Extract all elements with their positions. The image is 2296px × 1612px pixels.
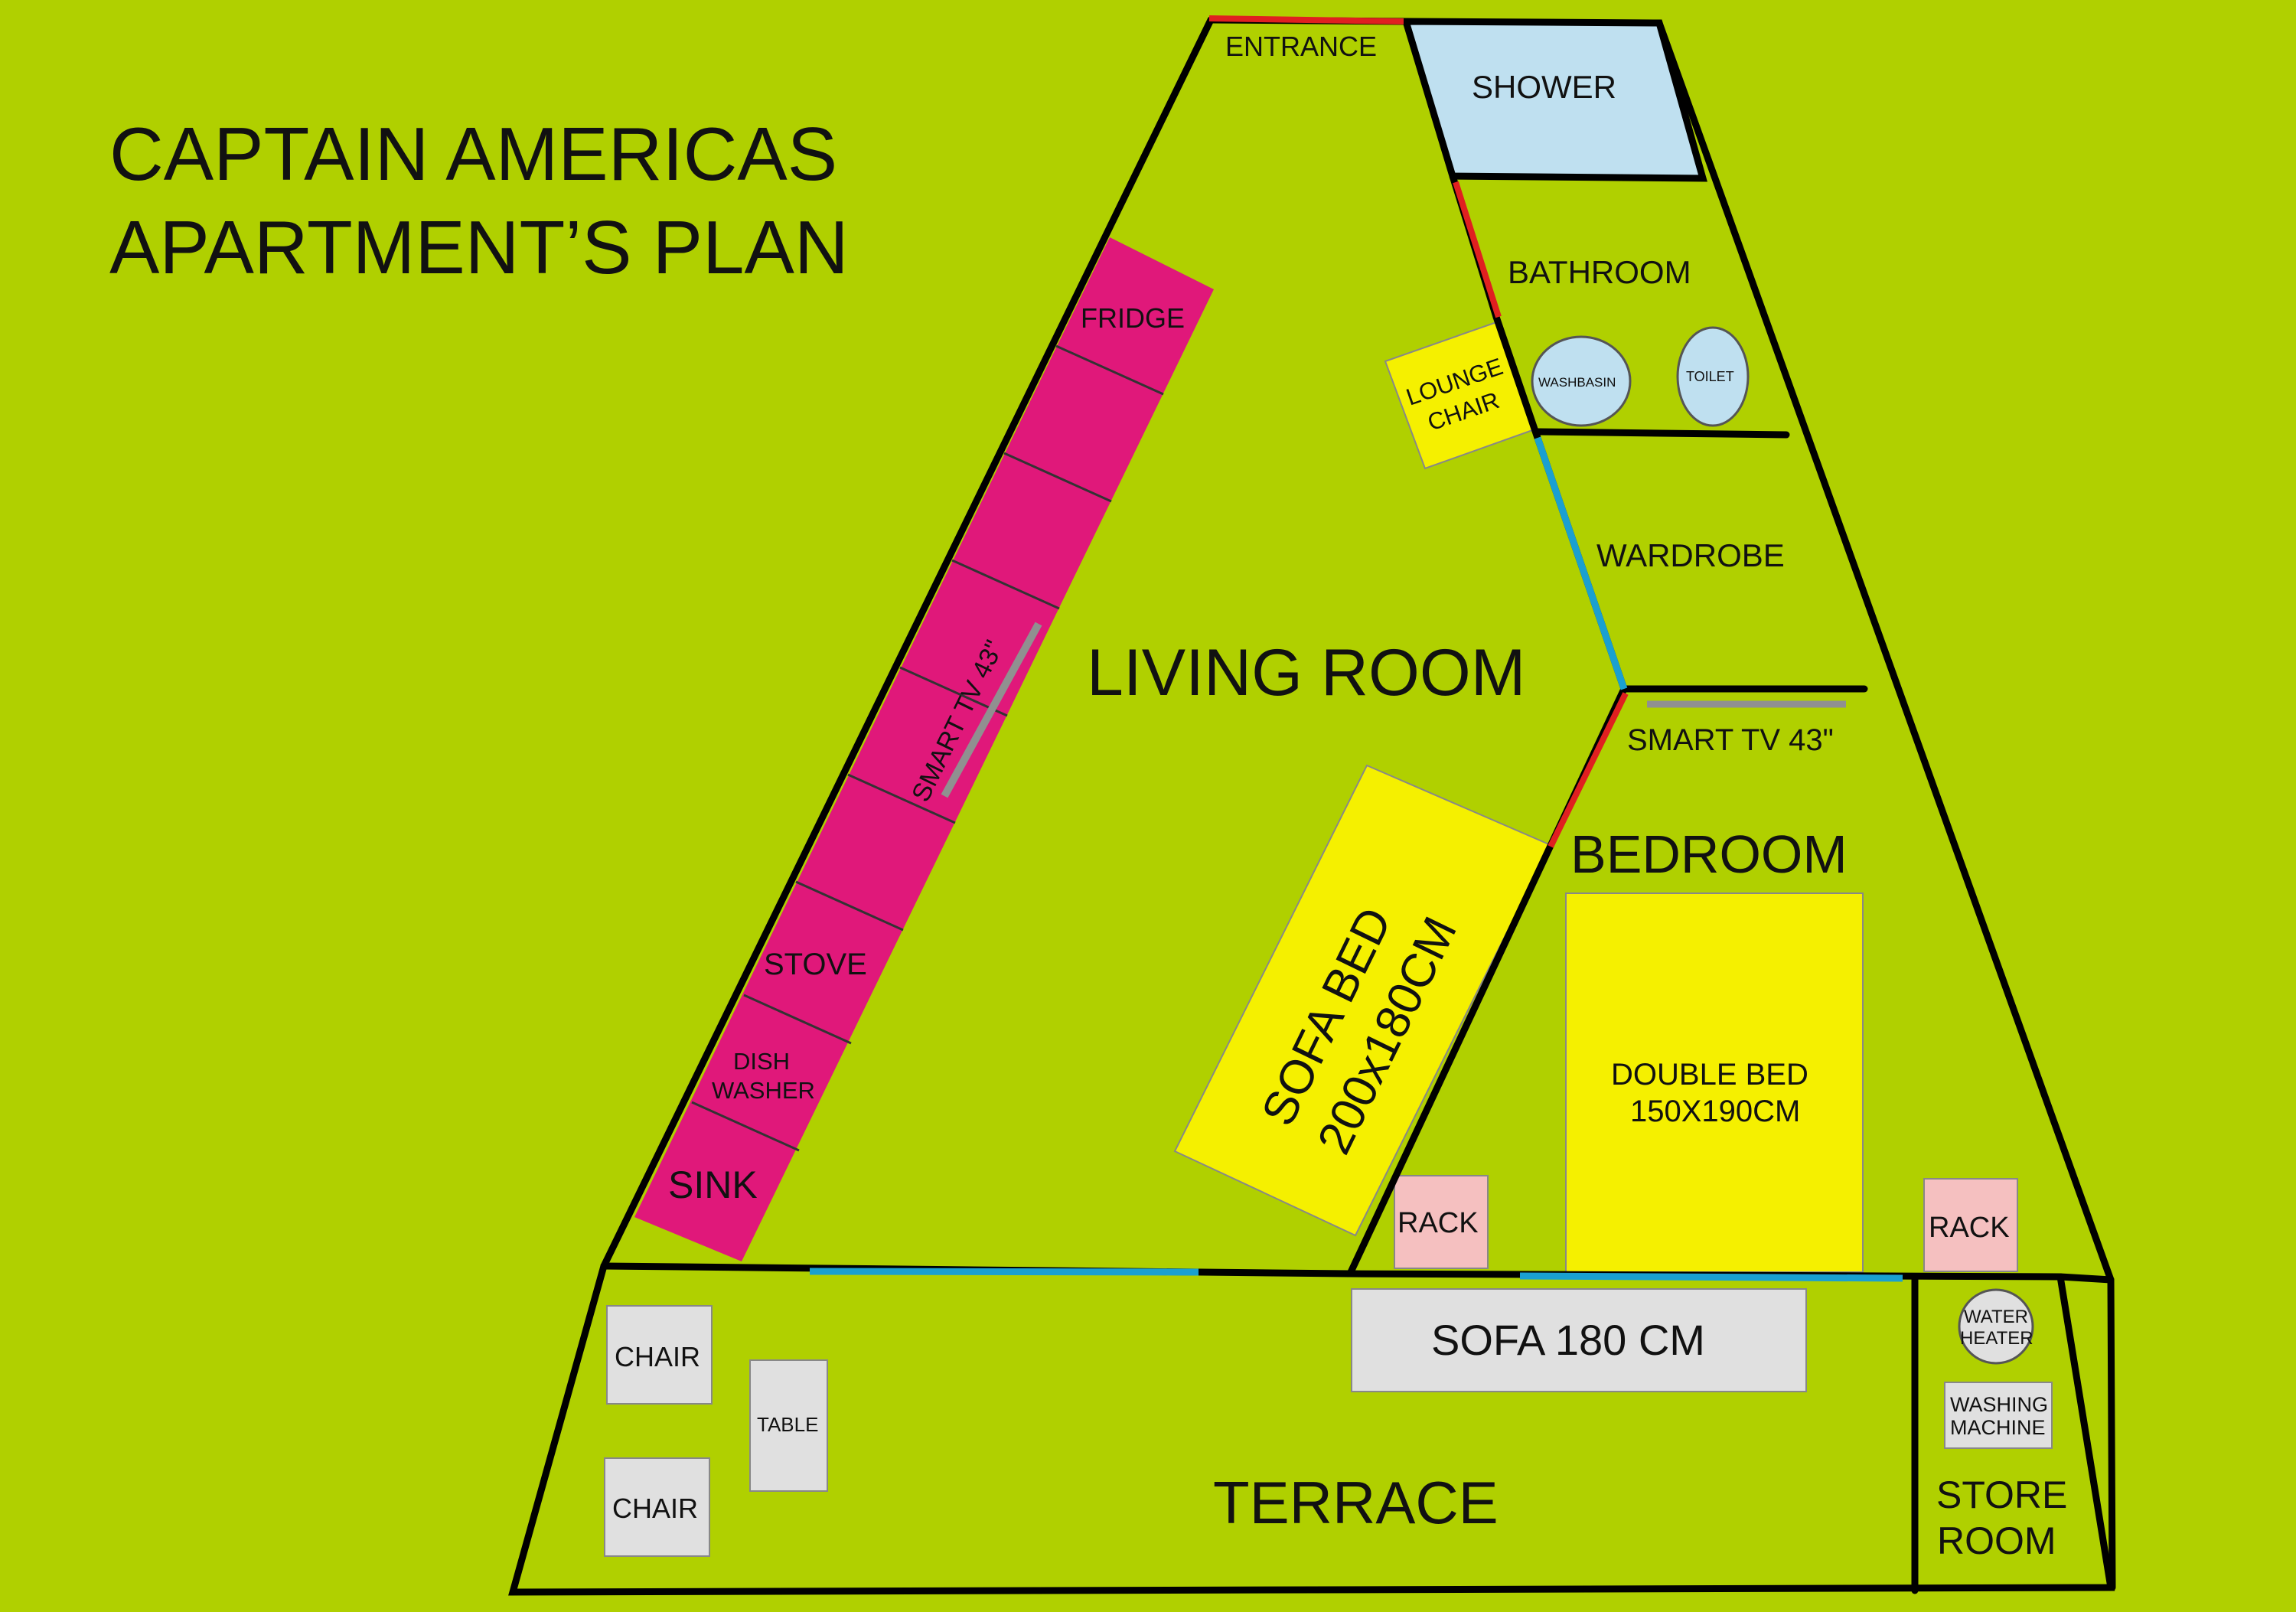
washing-machine-label-line1: WASHING <box>1950 1393 2048 1416</box>
fridge-label: FRIDGE <box>1081 302 1185 334</box>
shower-label: SHOWER <box>1472 69 1616 105</box>
sink-label: SINK <box>668 1163 758 1206</box>
dishwasher-label-line2: WASHER <box>712 1077 815 1104</box>
water-heater-label-line2: HEATER <box>1960 1328 2033 1349</box>
double-bed <box>1565 892 1864 1273</box>
plan-title-line2: APARTMENT’S PLAN <box>109 205 849 289</box>
water-heater <box>1958 1288 2034 1365</box>
sofa-label: SOFA 180 CM <box>1431 1316 1705 1364</box>
rack-right <box>1923 1178 2018 1272</box>
rack-left-label: RACK <box>1397 1207 1479 1239</box>
washing-machine <box>1944 1382 2053 1449</box>
bedroom-label: BEDROOM <box>1570 824 1848 884</box>
toilet <box>1676 326 1750 427</box>
entrance-door <box>1208 15 1404 24</box>
bedroom-window <box>1519 1272 1903 1282</box>
store-room-label-line1: STORE <box>1936 1473 2067 1516</box>
washbasin-label: WASHBASIN <box>1538 375 1616 390</box>
smart-tv-bedroom-label: SMART TV 43" <box>1627 723 1834 757</box>
sofa-bed <box>1173 764 1552 1237</box>
plan-title-line1: CAPTAIN AMERICAS <box>109 112 837 196</box>
table-label: TABLE <box>757 1413 818 1436</box>
living-room-window <box>809 1268 1199 1276</box>
washing-machine-label-line2: MACHINE <box>1950 1416 2046 1439</box>
double-bed-label-line2: 150X190CM <box>1630 1095 1800 1128</box>
stove-label: STOVE <box>764 948 867 981</box>
terrace-label: TERRACE <box>1213 1469 1499 1536</box>
sofa-180 <box>1351 1288 1807 1392</box>
double-bed-label-line1: DOUBLE BED <box>1611 1058 1808 1092</box>
water-heater-label-line1: WATER <box>1964 1307 2028 1327</box>
wardrobe-opening <box>1534 436 1628 690</box>
washbasin <box>1531 335 1632 427</box>
table <box>749 1359 828 1492</box>
living-room-label: LIVING ROOM <box>1087 636 1525 710</box>
kitchen-cabinet-dividers <box>691 344 1164 1152</box>
bathroom-door <box>1453 181 1502 318</box>
bedroom-door <box>1548 692 1629 848</box>
rack-right-label: RACK <box>1929 1212 2010 1244</box>
chair-bottom <box>604 1457 710 1557</box>
chair-bottom-label: CHAIR <box>612 1493 698 1524</box>
rack-left <box>1394 1175 1489 1269</box>
store-room-label-line2: ROOM <box>1937 1519 2056 1562</box>
wardrobe-label: WARDROBE <box>1596 537 1785 573</box>
toilet-label: TOILET <box>1686 369 1734 384</box>
windows <box>809 436 1903 1282</box>
shower-area <box>1401 18 1707 182</box>
chair-top-label: CHAIR <box>615 1341 700 1372</box>
dishwasher-label-line1: DISH <box>733 1048 790 1075</box>
kitchen-counter <box>634 237 1214 1261</box>
bathroom-label: BATHROOM <box>1508 254 1691 290</box>
entrance-label: ENTRANCE <box>1225 31 1377 62</box>
chair-top <box>606 1305 713 1405</box>
doors <box>1208 15 1629 848</box>
living-room-tv-bar <box>941 622 1042 798</box>
